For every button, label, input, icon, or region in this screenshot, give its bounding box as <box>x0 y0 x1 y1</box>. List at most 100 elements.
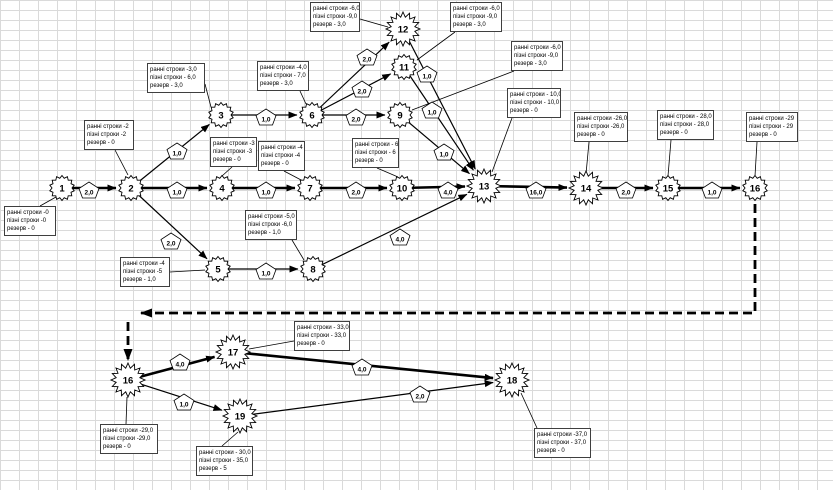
duration-label-n2-n3[interactable]: 1,0 <box>166 142 188 160</box>
duration-label-n13-n14[interactable]: 16,0 <box>525 181 547 199</box>
node-n1[interactable]: 1 <box>49 174 75 202</box>
callout-text-line: резерв - 3,0 <box>514 61 547 67</box>
return-connector-segment-1[interactable] <box>140 204 757 318</box>
node-n7[interactable]: 7 <box>297 174 323 202</box>
node-n14[interactable]: 14 <box>567 169 605 207</box>
edge-n9-n13[interactable] <box>399 114 470 175</box>
event-circle <box>209 174 235 202</box>
node-n15[interactable]: 15 <box>655 174 681 202</box>
node-n6[interactable]: 6 <box>299 101 325 129</box>
node-number: 12 <box>398 25 409 36</box>
node-number: 18 <box>507 376 518 387</box>
duration-label-n16b-n19[interactable]: 1,0 <box>173 393 195 411</box>
node-n16b[interactable]: 16 <box>109 361 147 399</box>
duration-label-n2-n5[interactable]: 2,0 <box>160 232 182 250</box>
event-circle <box>742 174 768 202</box>
edge-n11-n13[interactable] <box>403 66 474 171</box>
node-n9[interactable]: 9 <box>387 101 413 129</box>
node-n2[interactable]: 2 <box>118 174 144 202</box>
duration-label-n15-n16[interactable]: 1,0 <box>701 181 723 199</box>
duration-pentagon <box>701 181 723 199</box>
duration-label-n3-n6[interactable]: 1,0 <box>255 108 277 126</box>
callout-leader-n10 <box>376 167 399 178</box>
event-circle <box>389 174 415 202</box>
duration-label-n12-n13[interactable]: 1,0 <box>416 65 438 83</box>
duration-value: 1,0 <box>707 190 716 197</box>
callout-leader-n19 <box>221 431 239 447</box>
duration-label-n10-n13[interactable]: 4,0 <box>437 181 459 199</box>
event-circle <box>391 53 417 81</box>
node-n8[interactable]: 8 <box>300 255 326 283</box>
node-n17[interactable]: 17 <box>214 333 252 371</box>
duration-label-n1-n2[interactable]: 2,0 <box>78 181 100 199</box>
node-n18[interactable]: 18 <box>493 361 531 399</box>
duration-label-n11-n13[interactable]: 1,0 <box>421 101 443 119</box>
callout-text-line: резерв - 0 <box>355 158 383 164</box>
duration-value: 2,0 <box>84 190 93 197</box>
duration-label-n19-n18[interactable]: 2,0 <box>409 385 431 403</box>
duration-label-n14-n15[interactable]: 2,0 <box>615 181 637 199</box>
duration-label-n17-n18[interactable]: 4,0 <box>351 358 373 376</box>
duration-label-n6-n11[interactable]: 2,0 <box>351 80 373 98</box>
edge-n16b-n17[interactable] <box>127 355 216 382</box>
node-number: 10 <box>397 184 408 195</box>
duration-label-n6-n9[interactable]: 2,0 <box>345 108 367 126</box>
callout-text-line: резерв - 0 <box>660 130 688 136</box>
node-n5[interactable]: 5 <box>205 255 231 283</box>
edge-n16b-n19[interactable] <box>127 379 223 411</box>
node-n11[interactable]: 11 <box>391 53 417 81</box>
duration-value: 4,0 <box>443 190 452 197</box>
duration-label-n8-n13[interactable]: 4,0 <box>389 228 411 246</box>
edge-n6-n12[interactable] <box>311 41 390 116</box>
duration-label-n2-n4[interactable]: 1,0 <box>166 181 188 199</box>
edge-n2-n5[interactable] <box>130 187 208 260</box>
edge-n6-n11[interactable] <box>311 73 392 116</box>
edge-n8-n13[interactable] <box>312 193 468 270</box>
edge-n12-n13[interactable] <box>402 28 476 170</box>
duration-label-n7-n10[interactable]: 2,0 <box>345 181 367 199</box>
callout-leader-n12 <box>359 18 389 28</box>
node-n13[interactable]: 13 <box>465 167 503 205</box>
duration-pentagon <box>525 181 547 199</box>
callout-text-line: ранні строки -37,0 <box>537 432 588 438</box>
node-number: 16 <box>123 376 134 387</box>
node-n12[interactable]: 12 <box>384 10 422 48</box>
edge-n19-n18[interactable] <box>239 380 494 417</box>
node-n4[interactable]: 4 <box>209 174 235 202</box>
duration-value: 4,0 <box>357 367 366 374</box>
duration-label-n16b-n17[interactable]: 4,0 <box>169 353 191 371</box>
duration-value: 4,0 <box>395 237 404 244</box>
duration-label-n9-n13[interactable]: 1,0 <box>433 143 455 161</box>
callout-text-line: ранні строки -29,0 <box>103 428 154 434</box>
callout-text-line: пізні строки -29,0 <box>103 436 151 442</box>
callout-text-line: ранні строки - 6 <box>355 142 399 148</box>
duration-label-n5-n8[interactable]: 1,0 <box>255 262 277 280</box>
node-n10[interactable]: 10 <box>389 174 415 202</box>
node-n16[interactable]: 16 <box>742 174 768 202</box>
duration-value: 4,0 <box>175 362 184 369</box>
duration-label-n4-n7[interactable]: 1,0 <box>255 181 277 199</box>
duration-label-n6-n12[interactable]: 2,0 <box>356 48 378 66</box>
node-n3[interactable]: 3 <box>208 101 234 129</box>
node-n19[interactable]: 19 <box>221 397 259 435</box>
